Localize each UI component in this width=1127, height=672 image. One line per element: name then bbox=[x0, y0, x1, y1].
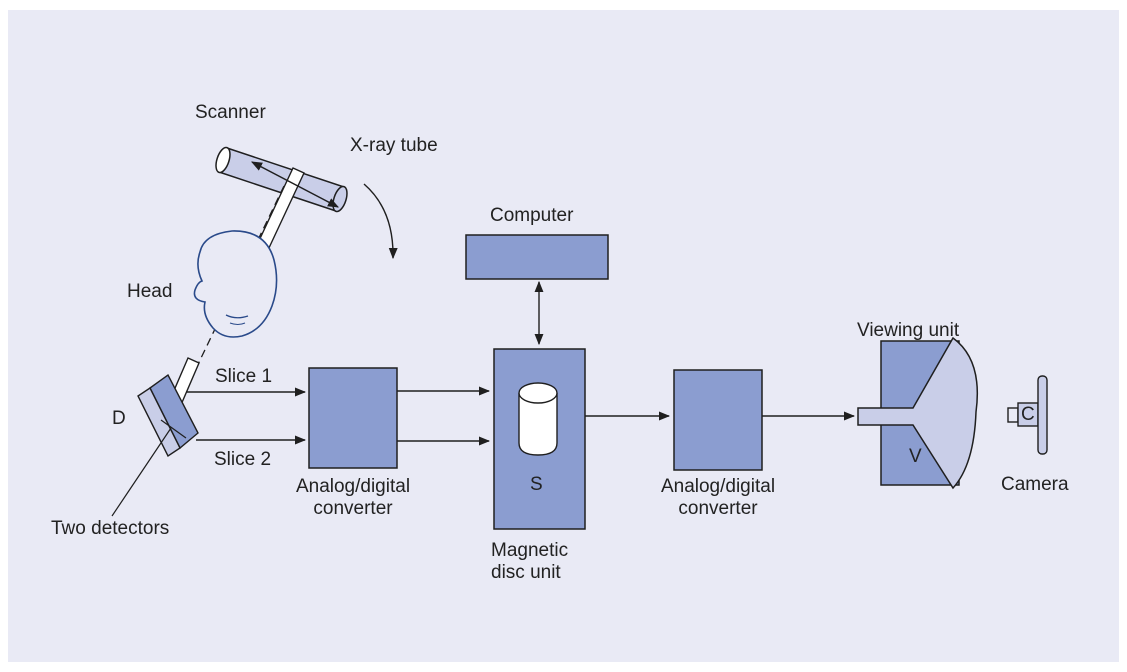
converter1-box bbox=[308, 367, 398, 469]
scanner-label: Scanner bbox=[195, 102, 266, 123]
camera-c-label: C bbox=[1021, 404, 1035, 425]
converter2-label-line2: converter bbox=[678, 498, 758, 519]
xray-tube-label: X-ray tube bbox=[350, 135, 438, 156]
converter2-label-line1: Analog/digital bbox=[660, 476, 776, 497]
camera-icon bbox=[1007, 375, 1048, 455]
viewing-unit bbox=[857, 336, 979, 490]
converter1-label: Analog/digital converter bbox=[278, 476, 428, 520]
converter2-box bbox=[673, 369, 763, 471]
converter1-label-line1: Analog/digital bbox=[295, 476, 411, 497]
converter1-label-line2: converter bbox=[313, 498, 393, 519]
scanner-motion-arrow bbox=[251, 161, 339, 208]
two-detectors-label: Two detectors bbox=[51, 518, 170, 539]
converter2-label: Analog/digital converter bbox=[643, 476, 793, 520]
computer-label: Computer bbox=[490, 205, 574, 226]
camera-label: Camera bbox=[1001, 474, 1069, 495]
disc-s-label: S bbox=[530, 474, 543, 495]
detector-d-label: D bbox=[112, 408, 126, 429]
disc-cylinder bbox=[518, 382, 558, 456]
head-label: Head bbox=[127, 281, 173, 302]
disc-unit-label: Magnetic disc unit bbox=[491, 540, 568, 584]
viewing-unit-label: Viewing unit bbox=[857, 320, 960, 341]
detectors bbox=[137, 373, 199, 458]
disc-unit-label-line1: Magnetic bbox=[491, 540, 569, 561]
head-outline bbox=[193, 230, 278, 338]
viewer-v-label: V bbox=[909, 446, 922, 467]
detectors-pointer bbox=[111, 427, 172, 517]
slice1-label: Slice 1 bbox=[215, 366, 273, 387]
diagram-graphics bbox=[111, 146, 1048, 530]
rotation-arrow bbox=[363, 183, 398, 260]
ct-scanner-diagram: Scanner X-ray tube Computer Head Viewing… bbox=[8, 10, 1119, 662]
disc-unit-label-line2: disc unit bbox=[491, 562, 561, 583]
computer-box bbox=[465, 234, 609, 280]
slice2-label: Slice 2 bbox=[214, 449, 272, 470]
